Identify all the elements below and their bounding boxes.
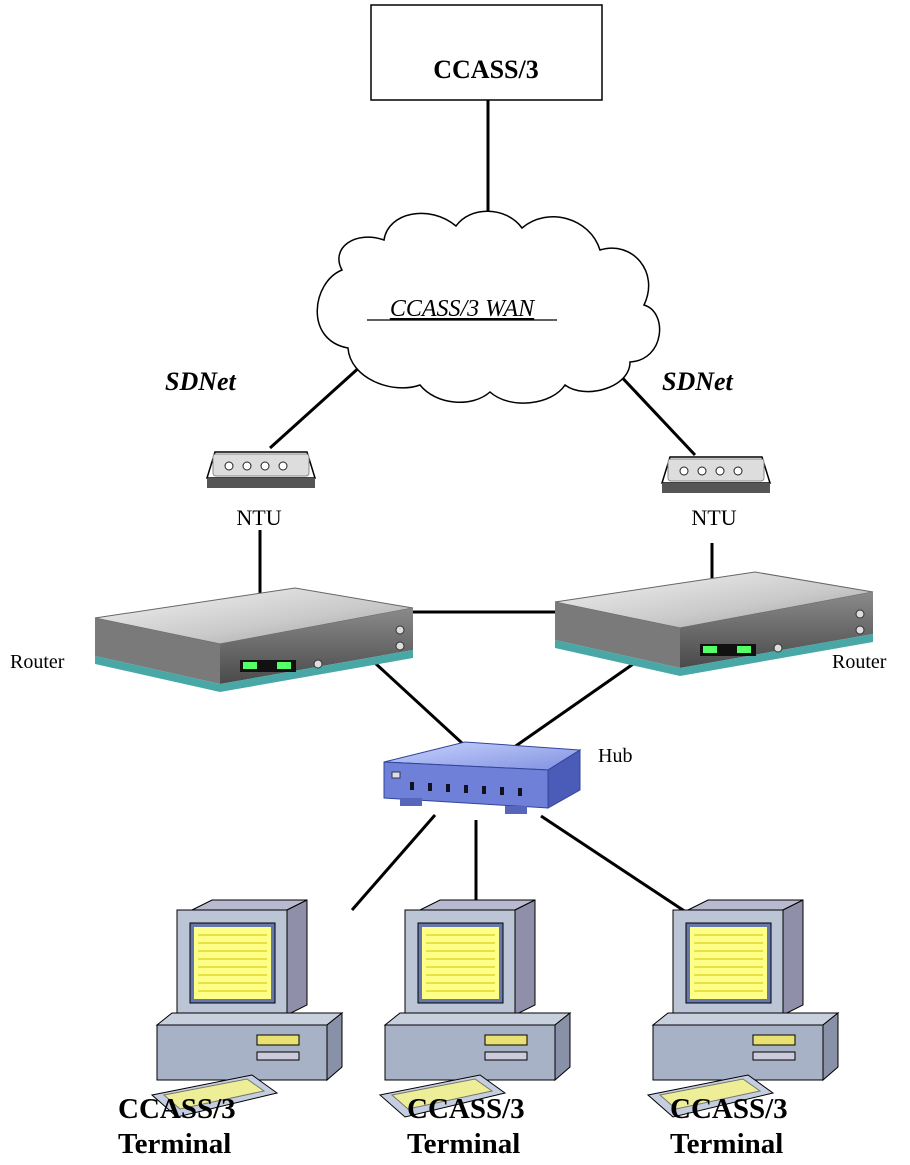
terminal-3-line1: CCASS/3	[670, 1093, 788, 1125]
ntu-label-right: NTU	[691, 505, 736, 530]
computer-icon-3	[647, 899, 839, 1118]
computer-icon-1	[151, 899, 343, 1118]
terminal-2-line1: CCASS/3	[407, 1093, 525, 1125]
terminal-1-line1: CCASS/3	[118, 1093, 236, 1125]
ntu-icon-right	[661, 456, 771, 494]
router-label-left: Router	[10, 651, 65, 673]
link-label-right: SDNet	[662, 367, 734, 396]
cloud-icon	[316, 210, 661, 404]
computer-icon-2	[379, 899, 571, 1118]
terminal-1-line2: Terminal	[118, 1128, 231, 1160]
terminal-3-line2: Terminal	[670, 1128, 783, 1160]
router-icon-right	[554, 571, 874, 677]
terminal-2-line2: Terminal	[407, 1128, 520, 1160]
router-icon-left	[94, 587, 414, 693]
link-label-left: SDNet	[165, 367, 237, 396]
server-label: CCASS/3	[433, 55, 538, 84]
wan-label: CCASS/3 WAN	[390, 296, 536, 322]
ntu-label-left: NTU	[236, 505, 281, 530]
router-label-right: Router	[832, 651, 887, 673]
connections	[258, 100, 714, 922]
hub-label: Hub	[598, 745, 632, 767]
hub-icon	[383, 741, 582, 814]
ntu-icon-left	[206, 451, 316, 489]
server-box	[370, 4, 603, 101]
